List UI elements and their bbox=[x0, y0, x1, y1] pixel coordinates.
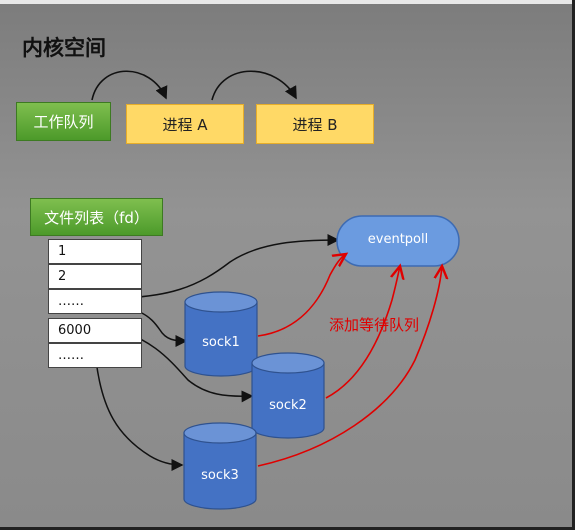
red-arrow-sock3 bbox=[257, 266, 442, 467]
process-a-box: 进程 A bbox=[126, 104, 244, 144]
fd-row: 6000 bbox=[48, 318, 142, 343]
work-queue-label: 工作队列 bbox=[33, 113, 94, 131]
sock3-label: sock3 bbox=[201, 468, 239, 483]
fd-row: …… bbox=[48, 343, 142, 368]
sock1-label: sock1 bbox=[202, 335, 240, 350]
arrow-a-to-b bbox=[211, 70, 297, 101]
process-b-box: 进程 B bbox=[256, 104, 374, 144]
sock1-cylinder bbox=[184, 291, 258, 377]
fd-row: 1 bbox=[48, 239, 142, 264]
arrow-queue-to-a bbox=[91, 70, 168, 101]
sock3-cylinder bbox=[183, 422, 257, 510]
process-b-label: 进程 B bbox=[292, 115, 338, 134]
process-a-label: 进程 A bbox=[162, 115, 208, 134]
wait-queue-note: 添加等待队列 bbox=[329, 316, 420, 334]
work-queue-box: 工作队列 bbox=[16, 102, 111, 141]
fd-row: 2 bbox=[48, 264, 142, 289]
kernel-space-title: 内核空间 bbox=[22, 36, 106, 60]
sock2-label: sock2 bbox=[269, 398, 307, 413]
file-list-header: 文件列表（fd） bbox=[30, 198, 163, 236]
arrow-fd-to-sock3 bbox=[95, 359, 184, 471]
bottom-border bbox=[0, 527, 575, 530]
red-arrow-sock1 bbox=[257, 254, 346, 337]
right-border bbox=[572, 0, 575, 530]
sock2-cylinder bbox=[251, 352, 325, 439]
red-arrow-sock2 bbox=[325, 266, 400, 399]
eventpoll-label: eventpoll bbox=[367, 232, 429, 247]
file-list-label: 文件列表（fd） bbox=[44, 208, 149, 227]
arrow-fd-to-eventpoll bbox=[97, 234, 340, 299]
top-border bbox=[0, 0, 575, 4]
fd-row: …… bbox=[48, 289, 142, 314]
